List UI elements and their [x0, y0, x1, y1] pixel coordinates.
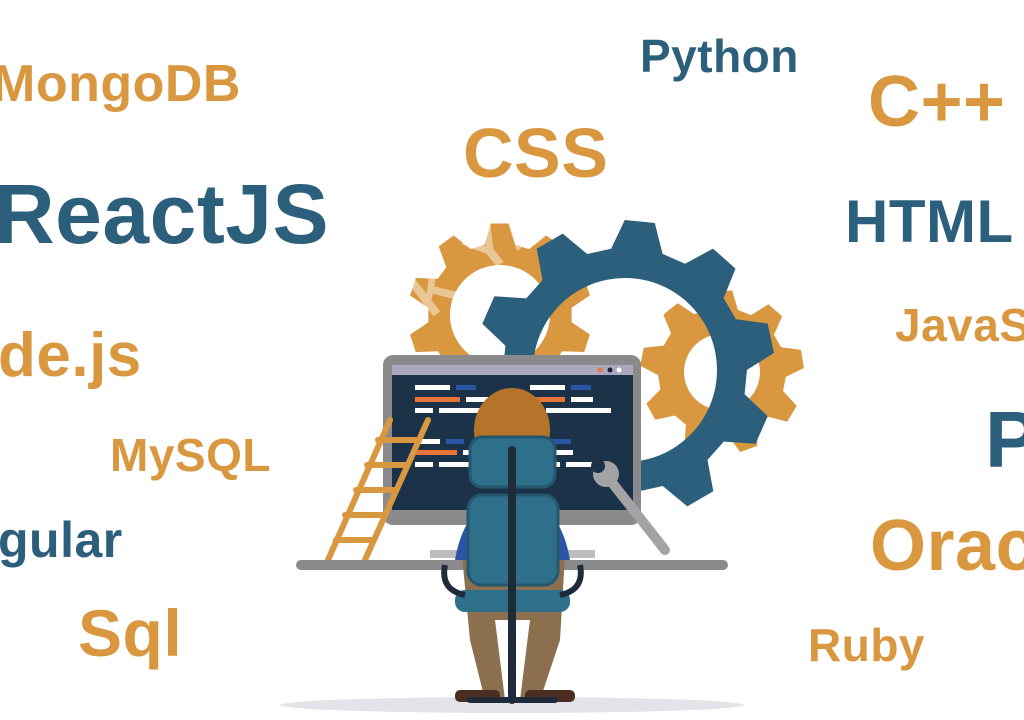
word-ruby: Ruby: [808, 619, 925, 671]
code-line: [571, 385, 591, 390]
word-python: Python: [640, 30, 799, 82]
code-line: [415, 439, 440, 444]
word-oracle: Orac: [870, 506, 1024, 586]
code-line: [571, 397, 593, 402]
code-line: [415, 385, 450, 390]
word-nodejs: de.js: [0, 321, 142, 390]
code-line: [551, 439, 571, 444]
word-mysql: MySQL: [110, 429, 271, 481]
word-php: P: [985, 395, 1024, 484]
word-css: CSS: [463, 114, 609, 192]
code-line: [456, 385, 476, 390]
word-javascript: JavaS: [895, 299, 1024, 351]
word-html: HTML: [845, 188, 1014, 255]
code-line: [415, 462, 433, 467]
word-angular: gular: [0, 512, 123, 568]
word-mongodb: MongoDB: [0, 55, 241, 113]
code-line: [530, 385, 565, 390]
code-line: [446, 439, 464, 444]
ladder: [325, 417, 431, 563]
code-line: [546, 408, 611, 413]
code-line: [466, 397, 488, 402]
code-line: [439, 462, 474, 467]
chair: [441, 435, 584, 704]
word-reactjs: ReactJS: [0, 167, 330, 261]
code-line: [415, 408, 433, 413]
floor-shadow: [280, 697, 744, 713]
code-line: [530, 397, 565, 402]
code-line: [415, 397, 460, 402]
word-sql: Sql: [78, 596, 183, 670]
code-line: [439, 408, 484, 413]
code-line: [551, 450, 573, 455]
code-line: [415, 450, 457, 455]
wrench-icon: [591, 459, 670, 555]
word-cpp: C++: [868, 62, 1006, 142]
code-line: [566, 462, 611, 467]
